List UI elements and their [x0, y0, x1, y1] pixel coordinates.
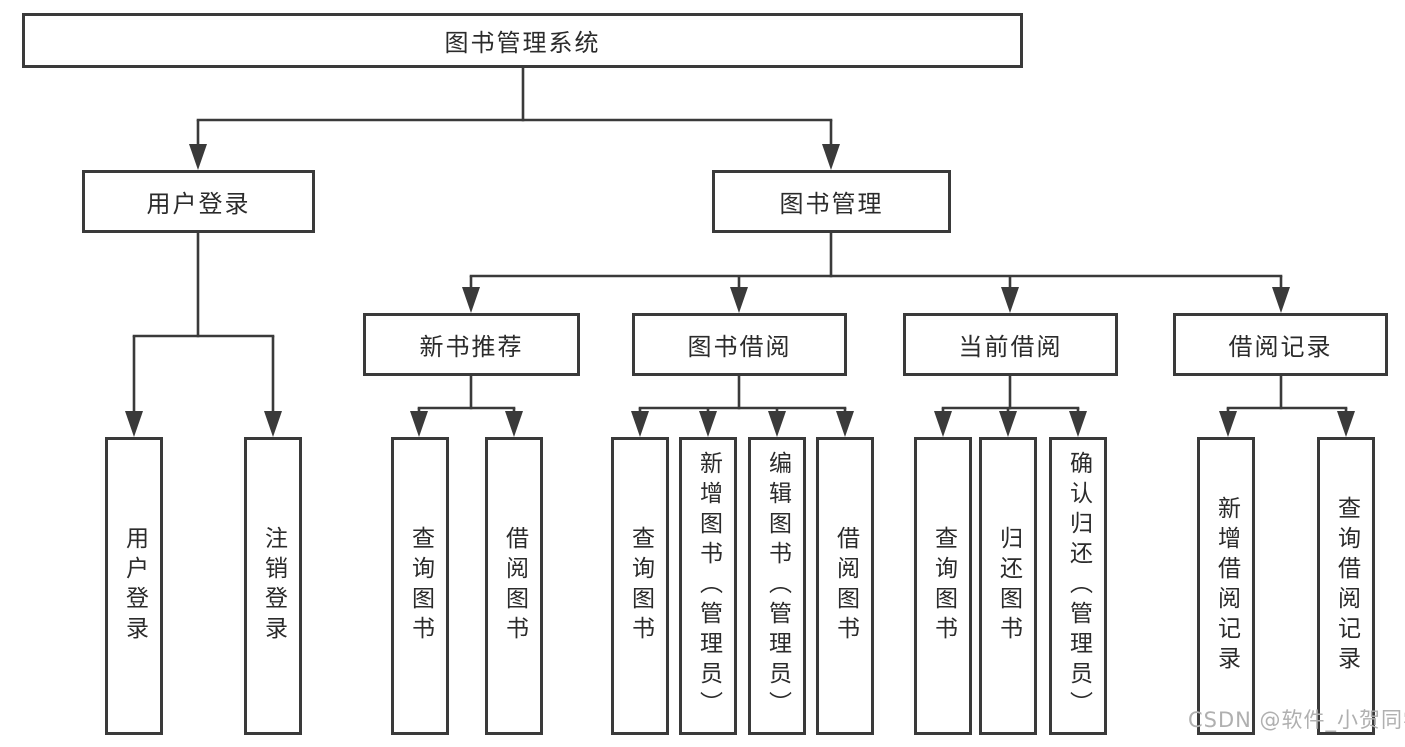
leaf-records-query-borrow-record: 查询借阅记录: [1317, 437, 1375, 735]
leaf-borrowing-query-books: 查询图书: [611, 437, 669, 735]
leaf-records-add-borrow-record: 新增借阅记录: [1197, 437, 1255, 735]
node-borrow-records: 借阅记录: [1173, 313, 1388, 376]
node-user-login: 用户登录: [82, 170, 315, 233]
leaf-current-return-books: 归还图书: [979, 437, 1037, 735]
watermark: CSDN @软件_小贺同学: [1188, 708, 1405, 732]
leaf-recommend-borrow-books: 借阅图书: [485, 437, 543, 735]
leaf-current-query-books: 查询图书: [914, 437, 972, 735]
leaf-borrowing-add-books-admin: 新增图书（管理员）: [679, 437, 737, 735]
node-new-book-recommend: 新书推荐: [363, 313, 580, 376]
node-book-management: 图书管理: [712, 170, 951, 233]
node-current-borrowing: 当前借阅: [903, 313, 1118, 376]
leaf-recommend-query-books: 查询图书: [391, 437, 449, 735]
node-book-borrowing: 图书借阅: [632, 313, 847, 376]
arrowheads: [125, 144, 1355, 437]
leaf-current-confirm-return-admin: 确认归还（管理员）: [1049, 437, 1107, 735]
node-system-title: 图书管理系统: [22, 13, 1023, 68]
leaf-borrowing-edit-books-admin: 编辑图书（管理员）: [748, 437, 806, 735]
leaf-borrowing-borrow-books: 借阅图书: [816, 437, 874, 735]
leaf-user-login: 用户登录: [105, 437, 163, 735]
leaf-logout: 注销登录: [244, 437, 302, 735]
